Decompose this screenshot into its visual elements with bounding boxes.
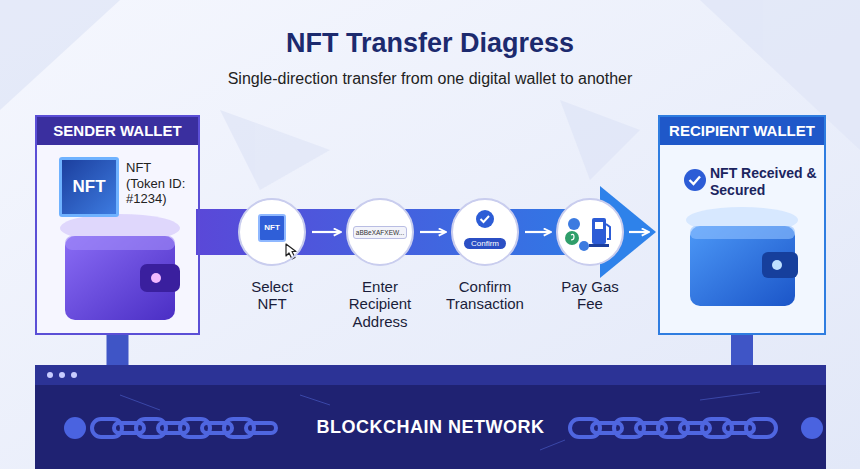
confirm-check-icon: [476, 210, 494, 228]
chain-pillar: [731, 335, 753, 365]
sender-wallet-illustration: [65, 236, 180, 320]
diagram-title: NFT Transfer Diagress: [0, 28, 860, 59]
sender-panel-fill: [35, 115, 200, 335]
network-line: [120, 395, 160, 410]
hand-cursor: [286, 244, 296, 259]
blockchain-bar-strip: [35, 365, 826, 385]
gas-fee-icon: [565, 218, 610, 251]
confirm-button: Confirm: [464, 238, 506, 249]
step-label: Select NFT: [237, 278, 307, 313]
step-circle-fills: [239, 199, 623, 265]
window-dots: [47, 372, 77, 378]
network-line: [700, 392, 760, 400]
address-field: aBBeXAFXEW...: [353, 226, 407, 239]
chain-end-node: [801, 417, 823, 439]
nft-mini-icon: NFT: [258, 214, 286, 242]
step-arrow: [312, 231, 340, 233]
step-circle: ConfirmConfirm Transaction: [451, 198, 519, 266]
panel-header: RECIPIENT WALLET: [660, 117, 824, 145]
chain-link: [724, 423, 754, 433]
network-line: [540, 440, 565, 450]
chain-link: [592, 423, 622, 433]
step-arrow: [629, 231, 648, 233]
chain-link: [158, 423, 188, 433]
chain-link: [114, 423, 144, 433]
chain-decoration: [64, 392, 823, 450]
network-title: BLOCKCHAIN NETWORK: [311, 417, 551, 438]
recipient-wallet-illustration: [690, 226, 798, 306]
chain-link: [680, 423, 710, 433]
step-circle: NFTSelect NFT: [238, 198, 306, 266]
status-text: NFT Received & Secured: [710, 165, 820, 199]
token-caption: NFT (Token ID: #1234): [126, 160, 192, 207]
chain-end-node: [64, 417, 86, 439]
chain-link: [746, 419, 776, 437]
chain-link: [636, 423, 666, 433]
blockchain-bar: [35, 365, 826, 469]
step-label: Enter Recipient Address: [340, 278, 420, 330]
step-circle: Pay Gas Fee: [556, 198, 624, 266]
recipient-wallet-panel: RECIPIENT WALLET NFT Received & Secured: [658, 115, 826, 335]
recipient-check-icon: [684, 169, 706, 191]
nft-icon-text: NFT: [72, 177, 105, 197]
sender-wallet-panel: SENDER WALLETNFTNFT (Token ID: #1234): [35, 115, 200, 335]
nft-token-icon: NFTNFT (Token ID: #1234): [59, 157, 119, 217]
chain-pillar: [107, 335, 129, 365]
blockchain-network-bar: BLOCKCHAIN NETWORK: [35, 365, 826, 469]
chain-link: [202, 423, 232, 433]
step-arrow: [420, 231, 445, 233]
transfer-band-connector: [200, 209, 238, 255]
network-line: [300, 395, 330, 405]
recipient-panel-fill: [658, 115, 826, 335]
panel-header: SENDER WALLET: [37, 117, 198, 145]
step-label: Confirm Transaction: [438, 278, 533, 313]
step-arrow: [525, 231, 550, 233]
subtitle: Single-direction transfer from one digit…: [0, 70, 860, 88]
chain-link: [246, 423, 276, 433]
step-circle: aBBeXAFXEW...Enter Recipient Address: [346, 198, 414, 266]
step-label: Pay Gas Fee: [561, 278, 619, 313]
